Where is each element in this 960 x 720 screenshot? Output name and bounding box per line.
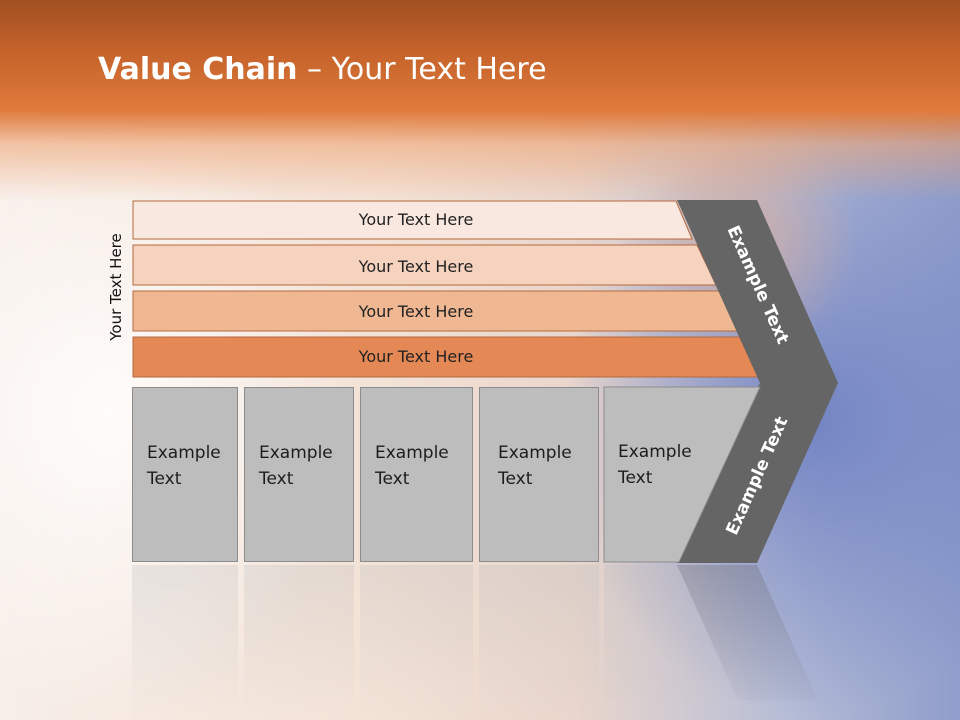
- bar-2-label: Your Text Here: [358, 257, 474, 276]
- title-bold: Value Chain: [98, 52, 298, 87]
- bar-1-label: Your Text Here: [358, 210, 474, 229]
- slide-title[interactable]: Value Chain – Your Text Here: [98, 52, 547, 87]
- bar-4[interactable]: Your Text Here: [132, 336, 764, 378]
- example-box-4-line2: Text: [498, 469, 533, 489]
- chevron-lower: [677, 383, 838, 563]
- bar-3-label: Your Text Here: [358, 302, 474, 321]
- example-box-2-line2: Text: [259, 469, 294, 489]
- chevron[interactable]: Example Text Example Text: [677, 200, 838, 563]
- title-rest: – Your Text Here: [297, 52, 547, 87]
- example-box-5-line1: Example: [618, 442, 692, 462]
- bar-1-shape: [132, 200, 693, 240]
- header-band: [0, 0, 960, 200]
- example-box-1-line2: Text: [147, 469, 182, 489]
- bar-4-label: Your Text Here: [358, 347, 474, 366]
- example-box-4-line1: Example: [498, 443, 572, 463]
- reflection-shapes: [132, 565, 818, 720]
- example-box-2-line1: Example: [259, 443, 333, 463]
- example-box-3-line2: Text: [375, 469, 410, 489]
- example-box-3-line1: Example: [375, 443, 449, 463]
- bar-1[interactable]: Your Text Here: [132, 200, 693, 240]
- chevron-upper: [677, 200, 838, 383]
- reflection: [0, 565, 960, 720]
- example-box-5-line2: Text: [618, 468, 653, 488]
- example-box-1-line1: Example: [147, 443, 221, 463]
